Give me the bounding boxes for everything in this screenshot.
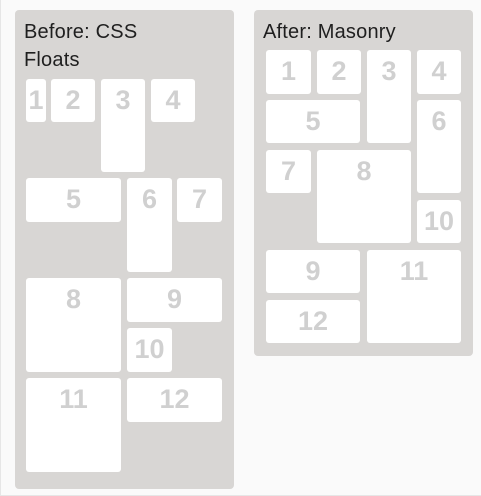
- masonry-tile-1: 1: [266, 50, 311, 94]
- masonry-tile-8: 8: [317, 150, 411, 243]
- floats-tile-12: 12: [127, 378, 222, 422]
- masonry-tile-5: 5: [266, 100, 360, 143]
- masonry-tile-10: 10: [417, 200, 461, 243]
- masonry-panel-title: After: Masonry: [263, 21, 396, 43]
- floats-tile-7: 7: [177, 178, 222, 222]
- floats-tile-9: 9: [127, 278, 222, 322]
- floats-tile-6: 6: [127, 178, 172, 272]
- masonry-tile-9: 9: [266, 250, 360, 293]
- floats-tile-1: 1: [26, 79, 46, 122]
- masonry-tile-12: 12: [266, 300, 360, 343]
- floats-tile-4: 4: [151, 79, 195, 122]
- masonry-tile-3: 3: [367, 50, 411, 143]
- masonry-tile-6: 6: [417, 100, 461, 193]
- floats-tile-2: 2: [51, 79, 95, 122]
- floats-tile-8: 8: [26, 278, 121, 372]
- masonry-tile-11: 11: [367, 250, 461, 343]
- floats-panel-title: Before: CSS Floats: [24, 21, 138, 71]
- masonry-tile-4: 4: [417, 50, 461, 94]
- masonry-tile-2: 2: [317, 50, 361, 94]
- floats-tile-5: 5: [26, 178, 121, 222]
- masonry-tile-7: 7: [266, 150, 311, 193]
- floats-panel: Before: CSS Floats 1 2 3 4 5 6 7 8 9 10 …: [15, 10, 234, 489]
- floats-tile-3: 3: [101, 79, 145, 172]
- masonry-panel: After: Masonry 1 2 3 4 5 6 7 8 10 9 11 1…: [254, 10, 473, 356]
- floats-tile-10: 10: [127, 328, 172, 372]
- floats-tile-11: 11: [26, 378, 121, 472]
